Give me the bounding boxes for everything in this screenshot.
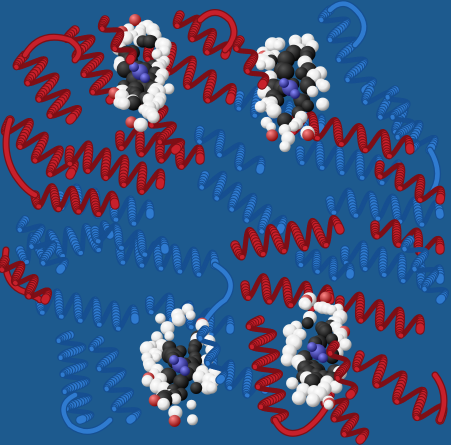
alpha-helix <box>12 50 83 125</box>
alpha-helix <box>326 340 359 400</box>
alpha-helix <box>64 140 166 196</box>
alpha-loop <box>271 396 334 437</box>
heme-groups <box>97 14 359 427</box>
nitrogen-atom <box>129 62 139 72</box>
beta-helix <box>55 330 95 425</box>
beta-helix <box>197 170 288 235</box>
beta-helix <box>295 248 355 282</box>
beta-helix <box>325 187 445 228</box>
beta-helix <box>35 288 140 333</box>
nitrogen-atom <box>318 353 328 363</box>
alpha-helix <box>374 160 446 205</box>
nitrogen-atom <box>279 78 289 88</box>
alpha-helix <box>230 214 345 261</box>
alpha-helix <box>0 255 53 305</box>
alpha-loop <box>21 33 83 64</box>
alpha-helix <box>245 315 290 425</box>
alpha-loop <box>196 9 238 54</box>
nitrogen-atom <box>307 342 317 352</box>
alpha-loop <box>2 116 39 199</box>
beta-loop <box>326 0 368 49</box>
beta-helix <box>196 325 229 385</box>
foreground-ribbons <box>97 15 359 400</box>
alpha-chain-ribbons <box>0 9 448 445</box>
nitrogen-atom <box>180 366 190 376</box>
beta-helix <box>90 222 170 258</box>
alpha-helix <box>232 35 270 90</box>
beta-helix <box>194 125 266 175</box>
nitrogen-atom <box>290 89 300 99</box>
heme-group-top-right <box>254 33 331 153</box>
alpha-helix <box>97 15 137 65</box>
alpha-helix <box>142 40 237 105</box>
beta-loop <box>60 391 114 435</box>
beta-helix <box>400 235 450 305</box>
nitrogen-atom <box>169 355 179 365</box>
beta-chain-ribbons-front <box>90 125 450 305</box>
alpha-helix <box>30 183 120 218</box>
beta-loop <box>196 261 235 334</box>
alpha-loop <box>431 371 448 424</box>
nitrogen-atom <box>140 73 150 83</box>
beta-helix <box>87 335 142 425</box>
beta-helix <box>15 215 69 275</box>
